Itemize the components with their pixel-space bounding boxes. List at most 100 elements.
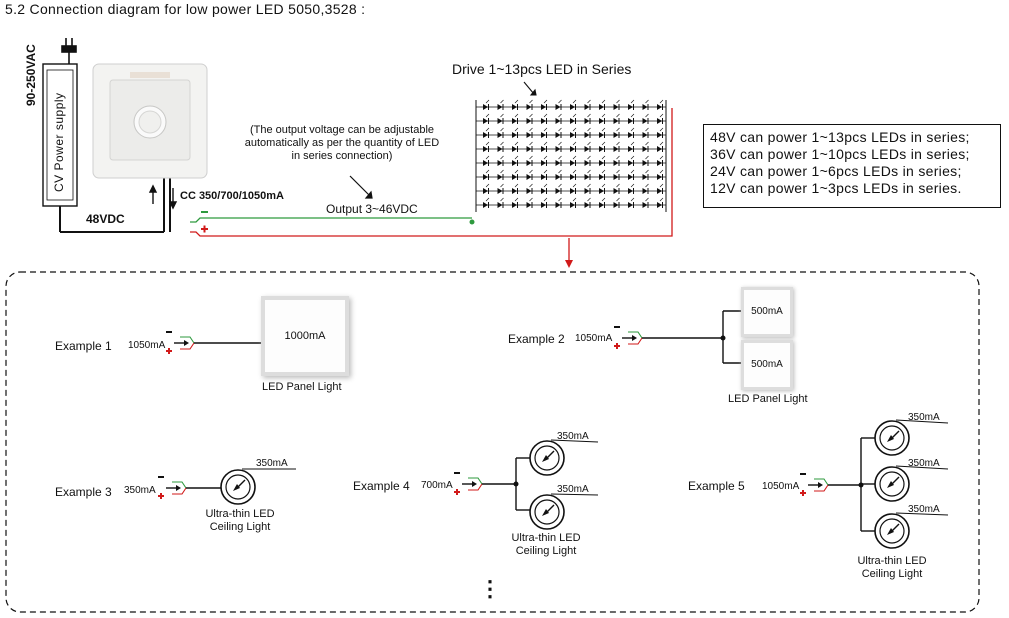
led-emission-ray [558,155,562,160]
led-emission-ray [514,127,519,132]
led-diode-icon [483,118,488,124]
example-3-caption: Ultra-thin LED Ceiling Light [190,508,290,534]
led-diode-icon [657,202,662,208]
negative-lead [172,481,187,489]
led-diode-icon [497,202,503,208]
led-diode-icon [599,202,604,208]
led-emission-ray [601,183,606,188]
led-diode-icon [613,188,619,194]
led-emission-ray [587,99,591,104]
led-emission-ray [558,127,562,132]
ceiling-light-inner [534,445,560,471]
info-line: 24V can power 1~6pcs LEDs in series; [710,163,962,179]
led-emission-ray [601,99,606,104]
page-heading: 5.2 Connection diagram for low power LED… [5,1,366,17]
voltage-info-box: 48V can power 1~13pcs LEDs in series; 36… [703,124,1001,208]
example-4-load-b: 350mA [557,484,589,495]
led-emission-ray [616,127,620,132]
led-emission-ray [616,197,620,202]
down-arrow [565,238,573,268]
example-5-load-b: 350mA [908,458,940,469]
led-emission-ray [587,127,591,132]
led-emission-ray [616,169,620,174]
led-diode-icon [497,188,503,194]
led-diode-icon [555,146,561,152]
led-diode-icon [555,188,561,194]
led-emission-ray [630,155,635,160]
plus-sign-icon [160,493,162,499]
led-diode-icon [497,160,503,166]
led-emission-ray [572,183,577,188]
led-emission-ray [529,127,533,132]
led-diode-icon [657,188,662,194]
led-diode-icon [613,174,619,180]
led-diode-icon [584,118,590,124]
led-emission-ray [659,169,664,174]
led-diode-icon [642,132,648,138]
led-diode-icon [642,202,648,208]
led-emission-ray [659,127,664,132]
direction-arrows [148,184,178,210]
light-arrow-icon [887,435,894,442]
led-emission-ray [485,113,490,118]
led-emission-ray [558,169,562,174]
led-emission-ray [645,169,649,174]
led-diode-icon [584,104,590,110]
led-diode-icon [555,174,561,180]
led-emission-ray [485,141,490,146]
minus-sign-icon [454,472,460,474]
led-diode-icon [512,104,517,110]
positive-lead [814,484,829,492]
led-diode-icon [570,188,575,194]
led-emission-ray [485,155,490,160]
caption-line: Ceiling Light [861,568,923,580]
led-emission-ray [587,113,591,118]
led-diode-icon [541,146,546,152]
led-emission-ray [529,155,533,160]
ac-plug-icon [61,38,77,64]
led-diode-icon [657,146,662,152]
negative-lead [628,331,643,339]
led-diode-icon [526,118,532,124]
cc-current-label: CC 350/700/1050mA [180,190,284,202]
led-emission-ray [659,141,664,146]
led-diode-icon [584,174,590,180]
led-diode-icon [628,132,633,138]
led-diode-icon [512,146,517,152]
led-diode-icon [628,188,633,194]
example-4-load-a: 350mA [557,431,589,442]
led-diode-icon [483,104,488,110]
minus-sign-icon [166,331,172,333]
example-5-load-a: 350mA [908,412,940,423]
led-emission-ray [587,141,591,146]
led-diode-icon [497,132,503,138]
example-3-current: 350mA [124,485,156,496]
current-arrow-icon [472,481,477,487]
panel-light-500-a: 500mA [744,290,790,334]
led-diode-icon [541,160,546,166]
output-polarity [201,211,208,233]
led-diode-icon [628,118,633,124]
example-2-current: 1050mA [575,333,613,344]
example-5-caption: Ultra-thin LED Ceiling Light [842,555,942,581]
led-emission-ray [558,99,562,104]
led-emission-ray [558,197,562,202]
led-emission-ray [659,183,664,188]
light-arrow-icon [233,484,240,491]
led-diode-icon [541,118,546,124]
positive-lead [172,487,187,495]
led-emission-ray [529,169,533,174]
led-emission-ray [572,169,577,174]
dimmer-note-line: in series connection) [291,150,393,162]
led-emission-ray [645,197,649,202]
junction-dot [858,482,864,488]
current-arrow-icon [818,482,823,488]
led-emission-ray [601,197,606,202]
led-series-array [475,99,667,212]
light-arrow-icon [887,528,894,535]
led-diode-icon [497,104,503,110]
led-emission-ray [572,127,577,132]
ceiling-light-inner [879,471,905,497]
led-emission-ray [500,169,504,174]
minus-sign-icon [800,473,806,475]
